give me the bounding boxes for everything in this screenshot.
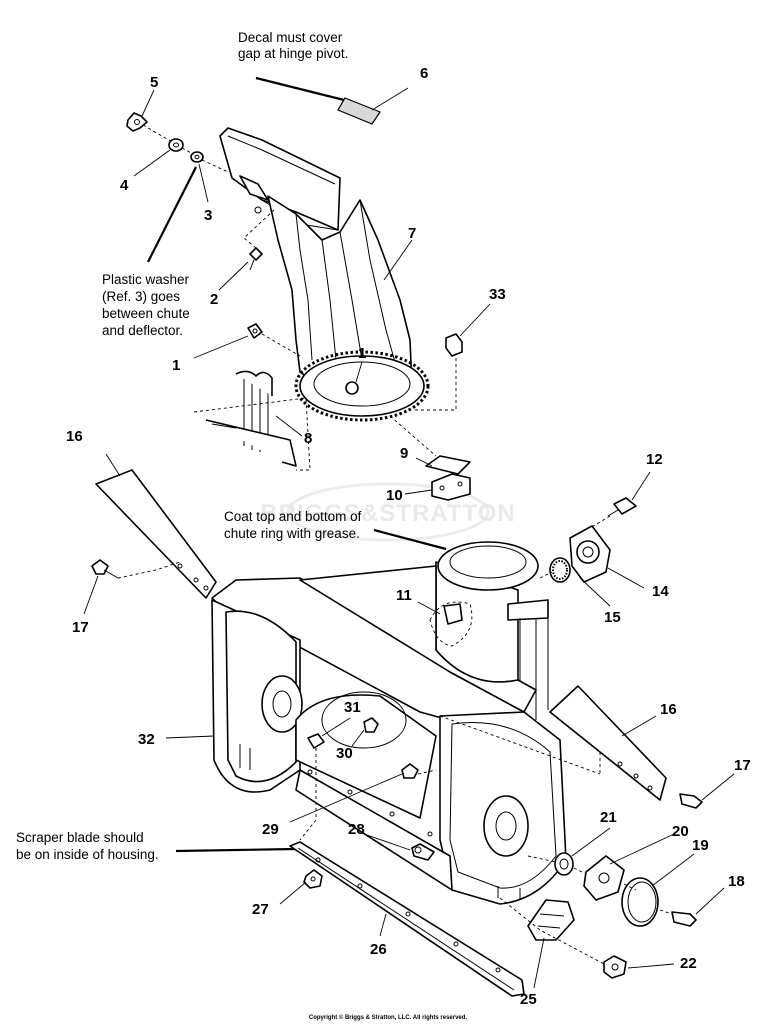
- callout-3: 3: [204, 207, 212, 224]
- part-1-screw: [247, 323, 263, 339]
- copyright: Copyright © Briggs & Stratton, LLC. All …: [309, 1014, 468, 1021]
- callout-17-left: 17: [72, 619, 89, 636]
- svg-text:gap at hinge pivot.: gap at hinge pivot.: [238, 46, 348, 61]
- callout-4: 4: [120, 177, 129, 194]
- part-19-disk: [621, 877, 659, 927]
- part-chute-ring-gear: [294, 350, 430, 422]
- callout-16-left: 16: [66, 428, 83, 445]
- note-grease: Coat top and bottom of chute ring with g…: [224, 509, 447, 551]
- callout-30: 30: [336, 745, 353, 762]
- note-scraper: Scraper blade should be on inside of hou…: [16, 830, 297, 862]
- callout-17-right: 17: [734, 757, 751, 774]
- part-28-bolt: [411, 843, 435, 861]
- part-chute-base: [435, 541, 549, 720]
- callout-29: 29: [262, 821, 279, 838]
- callout-25: 25: [520, 991, 537, 1008]
- callout-5: 5: [150, 74, 158, 91]
- svg-text:chute ring with grease.: chute ring with grease.: [224, 526, 360, 541]
- part-25-shoe: [527, 899, 575, 941]
- callout-27: 27: [252, 901, 269, 918]
- part-18-bolt: [671, 911, 697, 927]
- callout-1-chute: 1: [358, 345, 366, 362]
- part-16-skid-right: [549, 685, 667, 801]
- callout-20: 20: [672, 823, 689, 840]
- part-7-chute: [254, 195, 413, 401]
- part-22-nut: [603, 955, 627, 979]
- callout-9: 9: [400, 445, 408, 462]
- part-9-clip: [425, 455, 471, 475]
- part-3-plastic-washer: [190, 151, 204, 163]
- part-4-washer: [168, 138, 184, 152]
- part-16-skid-left: [95, 469, 217, 599]
- callout-7: 7: [408, 225, 416, 242]
- part-26-scraper-blade: [289, 841, 525, 997]
- callout-18: 18: [728, 873, 745, 890]
- svg-text:and deflector.: and deflector.: [102, 323, 183, 338]
- callout-26: 26: [370, 941, 387, 958]
- callout-28: 28: [348, 821, 365, 838]
- part-6-decal: [337, 97, 381, 125]
- callout-2: 2: [210, 291, 218, 308]
- part-2-bolt: [249, 247, 263, 271]
- part-33-bolt: [445, 333, 463, 357]
- callout-15: 15: [604, 609, 621, 626]
- part-15-bearing: [549, 557, 571, 583]
- callout-32: 32: [138, 731, 155, 748]
- part-21-spacer: [554, 852, 574, 876]
- callout-6: 6: [420, 65, 428, 82]
- part-20-flange: [583, 855, 625, 901]
- part-12-bolt: [607, 497, 637, 517]
- callout-31: 31: [344, 699, 361, 716]
- svg-text:Scraper blade should: Scraper blade should: [16, 830, 144, 845]
- part-8-bracket: [205, 370, 297, 467]
- callout-10: 10: [386, 487, 403, 504]
- part-deflector: [219, 127, 341, 231]
- part-11-nut: [429, 601, 473, 647]
- svg-text:(Ref. 3) goes: (Ref. 3) goes: [102, 289, 180, 304]
- callouts: 5 4 3 6 7 2 1 1 33 8 9 10 12 14 15 16 17…: [66, 65, 751, 1008]
- callout-16-right: 16: [660, 701, 677, 718]
- part-17-bolt-left: [91, 559, 119, 579]
- callout-21: 21: [600, 809, 617, 826]
- note-plastic-washer: Plastic washer (Ref. 3) goes between chu…: [102, 166, 197, 338]
- part-32-housing: [211, 565, 567, 905]
- svg-text:be on inside of housing.: be on inside of housing.: [16, 847, 159, 862]
- callout-22: 22: [680, 955, 697, 972]
- svg-text:Decal must cover: Decal must cover: [238, 30, 343, 45]
- callout-14: 14: [652, 583, 669, 600]
- part-17-bolt-right: [679, 793, 703, 809]
- svg-text:Coat top and bottom of: Coat top and bottom of: [224, 509, 362, 524]
- callout-11: 11: [396, 587, 412, 604]
- svg-text:Plastic washer: Plastic washer: [102, 272, 190, 287]
- callout-1: 1: [172, 357, 180, 374]
- watermark: BRIGGS&STRATTON: [260, 482, 515, 542]
- svg-text:between chute: between chute: [102, 306, 190, 321]
- callout-12: 12: [646, 451, 663, 468]
- part-10-block: [431, 473, 471, 501]
- callout-8: 8: [304, 430, 312, 447]
- callout-19: 19: [692, 837, 709, 854]
- part-31-screw: [307, 733, 325, 749]
- part-27-nut: [303, 869, 323, 889]
- callout-33: 33: [489, 286, 506, 303]
- part-29-nut: [401, 763, 419, 779]
- part-30-nut: [363, 717, 379, 733]
- note-decal: Decal must cover gap at hinge pivot.: [238, 30, 348, 102]
- watermark-text: BRIGGS&STRATTON: [260, 500, 515, 527]
- part-5-knob: [126, 112, 148, 132]
- part-14-flange: [569, 525, 611, 583]
